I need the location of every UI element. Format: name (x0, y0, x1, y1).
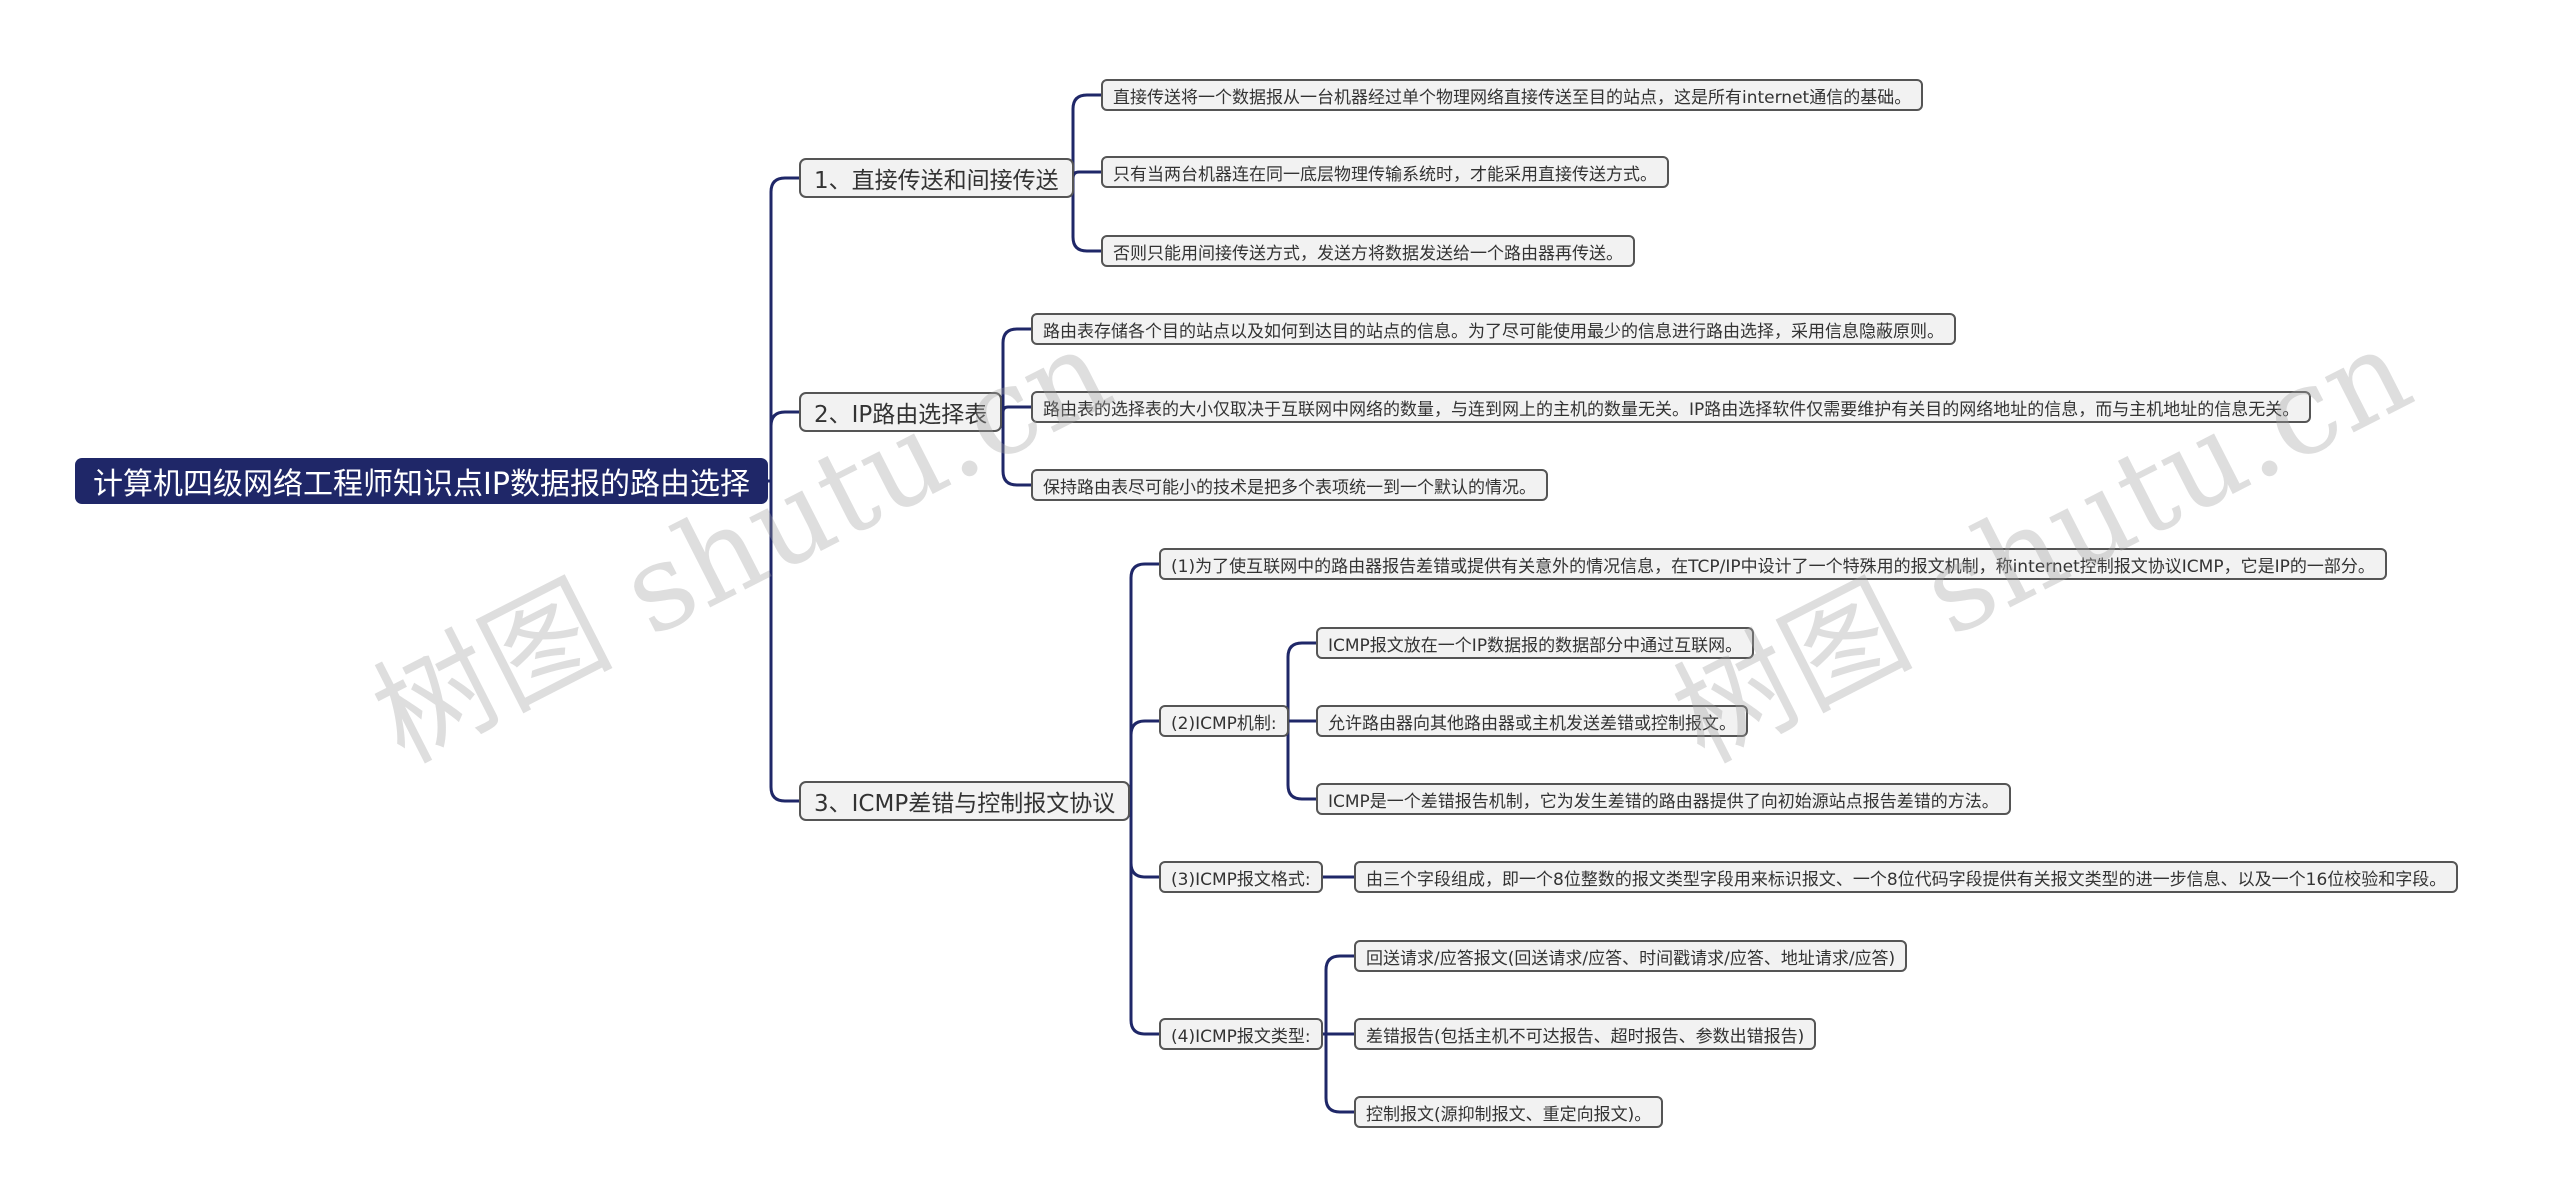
leaf-node[interactable]: 回送请求/应答报文(回送请求/应答、时间戳请求/应答、地址请求/应答) (1354, 940, 1908, 972)
connector-line (1129, 562, 1159, 801)
leaf-node[interactable]: 差错报告(包括主机不可达报告、超时报告、参数出错报告) (1354, 1018, 1817, 1050)
connector-line (1129, 719, 1159, 801)
connector-line (769, 176, 799, 481)
leaf-node[interactable]: 控制报文(源抑制报文、重定向报文)。 (1354, 1096, 1664, 1128)
connector-line (1001, 327, 1031, 412)
connector-line (1071, 170, 1101, 179)
branch-ip-routing-table[interactable]: 2、IP路由选择表 (799, 392, 1003, 432)
leaf-node[interactable]: 只有当两台机器连在同一底层物理传输系统时，才能采用直接传送方式。 (1101, 156, 1669, 188)
connector-line (1001, 412, 1031, 487)
subtopic-icmp-format[interactable]: (3)ICMP报文格式: (1159, 861, 1323, 893)
connector-line (1129, 801, 1159, 1036)
connector-line (1286, 641, 1316, 721)
connector-line (1324, 1034, 1354, 1114)
subtopic-icmp-intro[interactable]: (1)为了使互联网中的路由器报告差错或提供有关意外的情况信息，在TCP/IP中设… (1159, 548, 2387, 580)
leaf-node[interactable]: 允许路由器向其他路由器或主机发送差错或控制报文。 (1316, 705, 1748, 737)
connector-line (769, 410, 799, 481)
leaf-node[interactable]: 否则只能用间接传送方式，发送方将数据发送给一个路由器再传送。 (1101, 235, 1635, 267)
leaf-node[interactable]: ICMP报文放在一个IP数据报的数据部分中通过互联网。 (1316, 627, 1755, 659)
connector-line (769, 481, 799, 803)
leaf-node[interactable]: 由三个字段组成，即一个8位整数的报文类型字段用来标识报文、一个8位代码字段提供有… (1354, 861, 2459, 893)
branch-icmp-protocol[interactable]: 3、ICMP差错与控制报文协议 (799, 781, 1131, 821)
connector-line (1071, 93, 1101, 178)
connector-line (1001, 405, 1031, 413)
connector-line (1324, 954, 1354, 1034)
leaf-node[interactable]: 直接传送将一个数据报从一台机器经过单个物理网络直接传送至目的站点，这是所有int… (1101, 79, 1924, 111)
branch-direct-indirect-transfer[interactable]: 1、直接传送和间接传送 (799, 158, 1074, 198)
subtopic-icmp-types[interactable]: (4)ICMP报文类型: (1159, 1018, 1323, 1050)
subtopic-icmp-mechanism[interactable]: (2)ICMP机制: (1159, 705, 1289, 737)
leaf-node[interactable]: 路由表存储各个目的站点以及如何到达目的站点的信息。为了尽可能使用最少的信息进行路… (1031, 313, 1956, 345)
connector-line (1286, 721, 1316, 801)
connector-line (1071, 178, 1101, 253)
root-topic[interactable]: 计算机四级网络工程师知识点IP数据报的路由选择 (75, 458, 768, 504)
leaf-node[interactable]: 保持路由表尽可能小的技术是把多个表项统一到一个默认的情况。 (1031, 469, 1548, 501)
leaf-node[interactable]: 路由表的选择表的大小仅取决于互联网中网络的数量，与连到网上的主机的数量无关。IP… (1031, 391, 2312, 423)
leaf-node[interactable]: ICMP是一个差错报告机制，它为发生差错的路由器提供了向初始源站点报告差错的方法… (1316, 783, 2011, 815)
connector-line (1129, 801, 1159, 879)
